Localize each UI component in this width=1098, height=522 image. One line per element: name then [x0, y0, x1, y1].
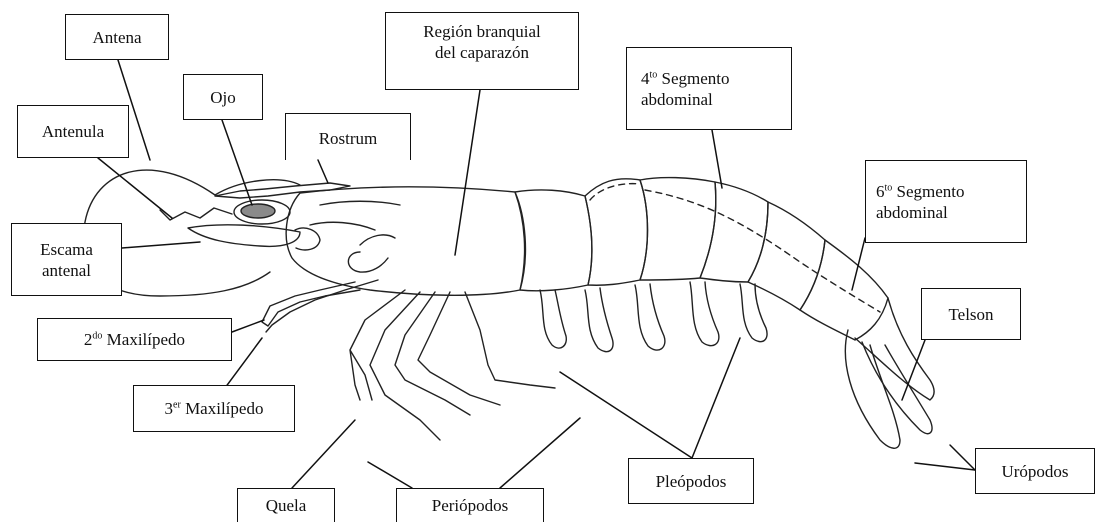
leader-region-branquial [455, 90, 480, 255]
label-segmento4: 4to Segmento abdominal [626, 47, 792, 130]
label-periopodos: Periópodos [396, 488, 544, 522]
abdomen-segment-5 [748, 202, 825, 310]
label-uropodos: Urópodos [975, 448, 1095, 494]
label-maxilipedo3-rest: Maxilípedo [181, 399, 264, 418]
pereiopod-5 [465, 292, 555, 388]
label-ojo-text: Ojo [210, 87, 236, 108]
label-maxilipedo2-sup: do [92, 330, 102, 341]
abdomen-segment-4 [700, 182, 768, 282]
label-segmento6: 6to Segmento abdominal [865, 160, 1027, 243]
label-telson: Telson [921, 288, 1021, 340]
antennule [160, 208, 232, 220]
label-maxilipedo3-num: 3 [165, 399, 174, 418]
uropod-1 [845, 330, 900, 448]
carapace [286, 187, 525, 295]
label-maxilipedo2: 2do Maxilípedo [37, 318, 232, 361]
label-rostrum: Rostrum [285, 113, 411, 160]
label-quela: Quela [237, 488, 335, 522]
antennal-scale [188, 225, 300, 247]
label-rostrum-text: Rostrum [319, 128, 378, 149]
label-quela-text: Quela [266, 495, 307, 516]
label-segmento4-num: 4 [641, 69, 650, 88]
label-segmento6-num: 6 [876, 182, 885, 201]
leader-segmento4 [712, 130, 722, 188]
label-antenula-text: Antenula [42, 121, 104, 142]
label-telson-text: Telson [948, 304, 993, 325]
maxilliped-2 [262, 282, 360, 326]
label-maxilipedo3-sup: er [173, 399, 181, 410]
label-maxilipedo3-text: 3er Maxilípedo [165, 398, 264, 419]
pereiopod-2 [370, 292, 440, 440]
label-periopodos-text: Periópodos [432, 495, 509, 516]
uropod-2 [862, 342, 932, 434]
label-region-branquial-text: Región branquial del caparazón [423, 21, 541, 63]
leader-uropodos-b [950, 445, 975, 470]
leader-periopodos-b [500, 418, 580, 488]
abdomen-segment-1 [515, 190, 592, 291]
mouthpart [348, 252, 388, 272]
leader-uropodos-a [915, 463, 975, 470]
leader-antenula [98, 158, 172, 218]
label-escama-antenal-text: Escama antenal [40, 239, 93, 281]
pleopod-5 [740, 284, 767, 342]
label-segmento6-text: 6to Segmento abdominal [876, 181, 965, 223]
pleopod-1 [540, 290, 566, 348]
abdomen-segment-2 [585, 179, 648, 285]
label-antena-text: Antena [92, 27, 141, 48]
leader-quela [292, 420, 355, 488]
leader-pleopodos-a [560, 372, 692, 458]
pereiopod-4 [418, 292, 500, 405]
label-antenula: Antenula [17, 105, 129, 158]
label-segmento4-text: 4to Segmento abdominal [641, 68, 730, 110]
label-pleopodos-text: Pleópodos [656, 471, 727, 492]
leader-escama [122, 242, 200, 248]
pleopod-4 [690, 282, 719, 346]
leader-maxilipedo2 [232, 320, 264, 332]
leader-telson [902, 340, 925, 400]
label-ojo: Ojo [183, 74, 263, 120]
label-antena: Antena [65, 14, 169, 60]
leader-periopodos-a [368, 462, 412, 488]
leader-rostrum [318, 160, 328, 183]
label-maxilipedo3: 3er Maxilípedo [133, 385, 295, 432]
eye [241, 204, 275, 218]
maxilliped-3 [266, 280, 378, 332]
pleopod-2 [585, 288, 613, 352]
label-uropodos-text: Urópodos [1001, 461, 1068, 482]
label-pleopodos: Pleópodos [628, 458, 754, 504]
pleopod-3 [635, 284, 665, 350]
leader-segmento6 [852, 238, 865, 290]
label-maxilipedo2-rest: Maxilípedo [102, 330, 185, 349]
leader-pleopodos-b [692, 338, 740, 458]
pereiopod-3 [395, 292, 470, 415]
label-escama-antenal: Escama antenal [11, 223, 122, 296]
label-region-branquial: Región branquial del caparazón [385, 12, 579, 90]
carapace-groove [310, 201, 400, 245]
pereiopod-1 [350, 290, 405, 400]
label-maxilipedo2-text: 2do Maxilípedo [84, 329, 185, 350]
